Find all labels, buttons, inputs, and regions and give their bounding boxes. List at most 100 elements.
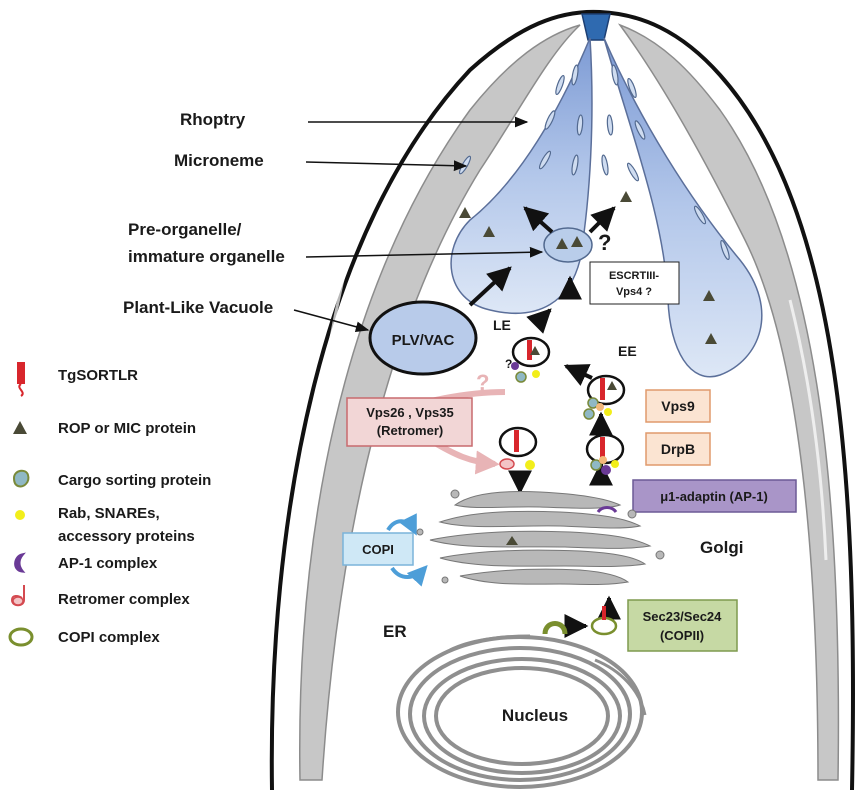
rop-mic-protein-icon [13,421,27,434]
golgi-cisterna [453,491,622,509]
subpellicular-stripe-left [310,249,352,501]
microneme-label: Microneme [174,151,264,170]
legend: TgSORTLR ROP or MIC protein Cargo sortin… [8,362,211,647]
retromer-bud [599,456,607,464]
retromer-complex-icon [10,585,25,607]
vesicle-ee [583,374,626,420]
ap1-label: μ1-adaptin (AP-1) [660,489,768,504]
sec-box: Sec23/Sec24 (COPII) [627,599,738,652]
legend-label: Retromer complex [58,591,190,608]
legend-label: AP-1 complex [58,555,158,572]
drpb-label: DrpB [661,441,695,457]
microneme [720,239,730,261]
microneme [693,205,707,225]
pre-organelle [543,227,593,263]
golgi-vesicle [416,528,424,536]
legend-label-line2: accessory proteins [58,528,195,545]
rop-mic-triangle [620,191,632,202]
copi-vesicle-budding [542,621,568,635]
rop-mic-triangle [459,207,471,218]
microneme-pointer [305,160,468,172]
drpb-box-frame [645,432,711,466]
arrow-plv-to-rhoptry [468,266,512,307]
sec-label-line1: Sec23/Sec24 [643,609,723,624]
cargo-sorting-protein [515,371,527,383]
plv-pointer [293,309,370,333]
plv-vac: PLV/VAC [368,300,478,376]
microneme [634,120,646,140]
le-question-mark: ? [505,357,512,371]
vesicle-golgi-exit [585,433,625,475]
legend-label: Cargo sorting protein [58,472,211,489]
vesicle-le: ? [505,336,551,383]
rab-snare [532,370,540,378]
golgi-cisterna [438,510,642,529]
copi-box-frame [342,532,414,566]
tgsortlr-receptor [600,437,605,459]
copi-arrow-top [386,513,417,536]
drpb-box: DrpB [645,432,711,466]
trafficking-arrows [468,206,621,638]
er-tubule [449,634,531,652]
golgi-cisterna [459,568,630,585]
cargo-sorting-protein [590,459,602,471]
organelle-cargo-triangles [459,191,717,344]
golgi-cisterna [429,530,652,549]
rab-snare [611,460,619,468]
rab-snare-icon [15,510,25,520]
microneme [571,154,579,176]
er-label: ER [383,622,407,641]
retromer-bud [596,403,604,411]
micronemes [458,64,730,261]
sec-box-frame [627,599,738,652]
sortilin-receptor-icon [17,362,25,397]
escrt-box-frame [589,261,680,305]
escrt-label-line2: Vps4 ? [616,286,652,298]
er-vesicles [542,606,618,636]
golgi-apparatus [416,489,665,585]
legend-item-rab-snare: Rab, SNAREs, accessory proteins [15,505,195,545]
plv-vac-vacuole [368,300,478,376]
rhoptry-label: Rhoptry [180,110,246,129]
rop-mic-triangle [703,290,715,301]
rab-snare [604,408,612,416]
legend-item-tgsortlr: TgSORTLR [17,362,138,397]
sec-label-line2: (COPII) [660,628,704,643]
vps26-vps35-box: Vps26 , Vps35 (Retromer) [346,397,473,447]
rop-mic-triangle [483,226,495,237]
tgsortlr-receptor [514,430,519,452]
arrow-pre-to-rhoptry-right [588,206,616,234]
copi-label: COPI [362,542,394,557]
er-tubule [594,658,647,716]
vps26-label-line2: (Retromer) [377,423,443,438]
subpellicular-stripe-right [788,299,828,561]
microneme [626,162,640,182]
golgi-vesicle [441,576,449,584]
arrow-ee-to-le [563,364,593,386]
microneme [544,110,556,130]
ap1-complex-icon [14,552,26,573]
copi-complex-icon [8,627,34,647]
er-membrane [408,646,632,782]
inner-membrane-complex-right [617,23,840,781]
golgi-vesicle [655,550,665,560]
callouts: Rhoptry Microneme Pre-organelle/ immatur… [123,110,544,333]
legend-label: TgSORTLR [58,367,138,384]
rop-mic-triangle [556,238,568,249]
pre-organelle-vesicle [543,227,593,263]
legend-label: ROP or MIC protein [58,420,196,437]
cell-membrane [269,9,856,791]
ap1-complex [601,465,611,475]
nucleus-label: Nucleus [502,706,568,725]
arrow-pre-to-rhoptry-left [523,206,554,234]
legend-item-retromer: Retromer complex [10,585,190,608]
microneme [555,74,565,96]
plv-vac-label: PLV/VAC [392,332,455,349]
vps9-box-frame [645,389,711,423]
vps9-box: Vps9 [645,389,711,423]
copi-box: COPI [342,513,428,587]
microneme [606,114,614,136]
pre-organelle-label-line2: immature organelle [128,247,285,266]
microneme [576,114,584,136]
escrt-box: ESCRTIII- Vps4 ? [589,261,680,305]
